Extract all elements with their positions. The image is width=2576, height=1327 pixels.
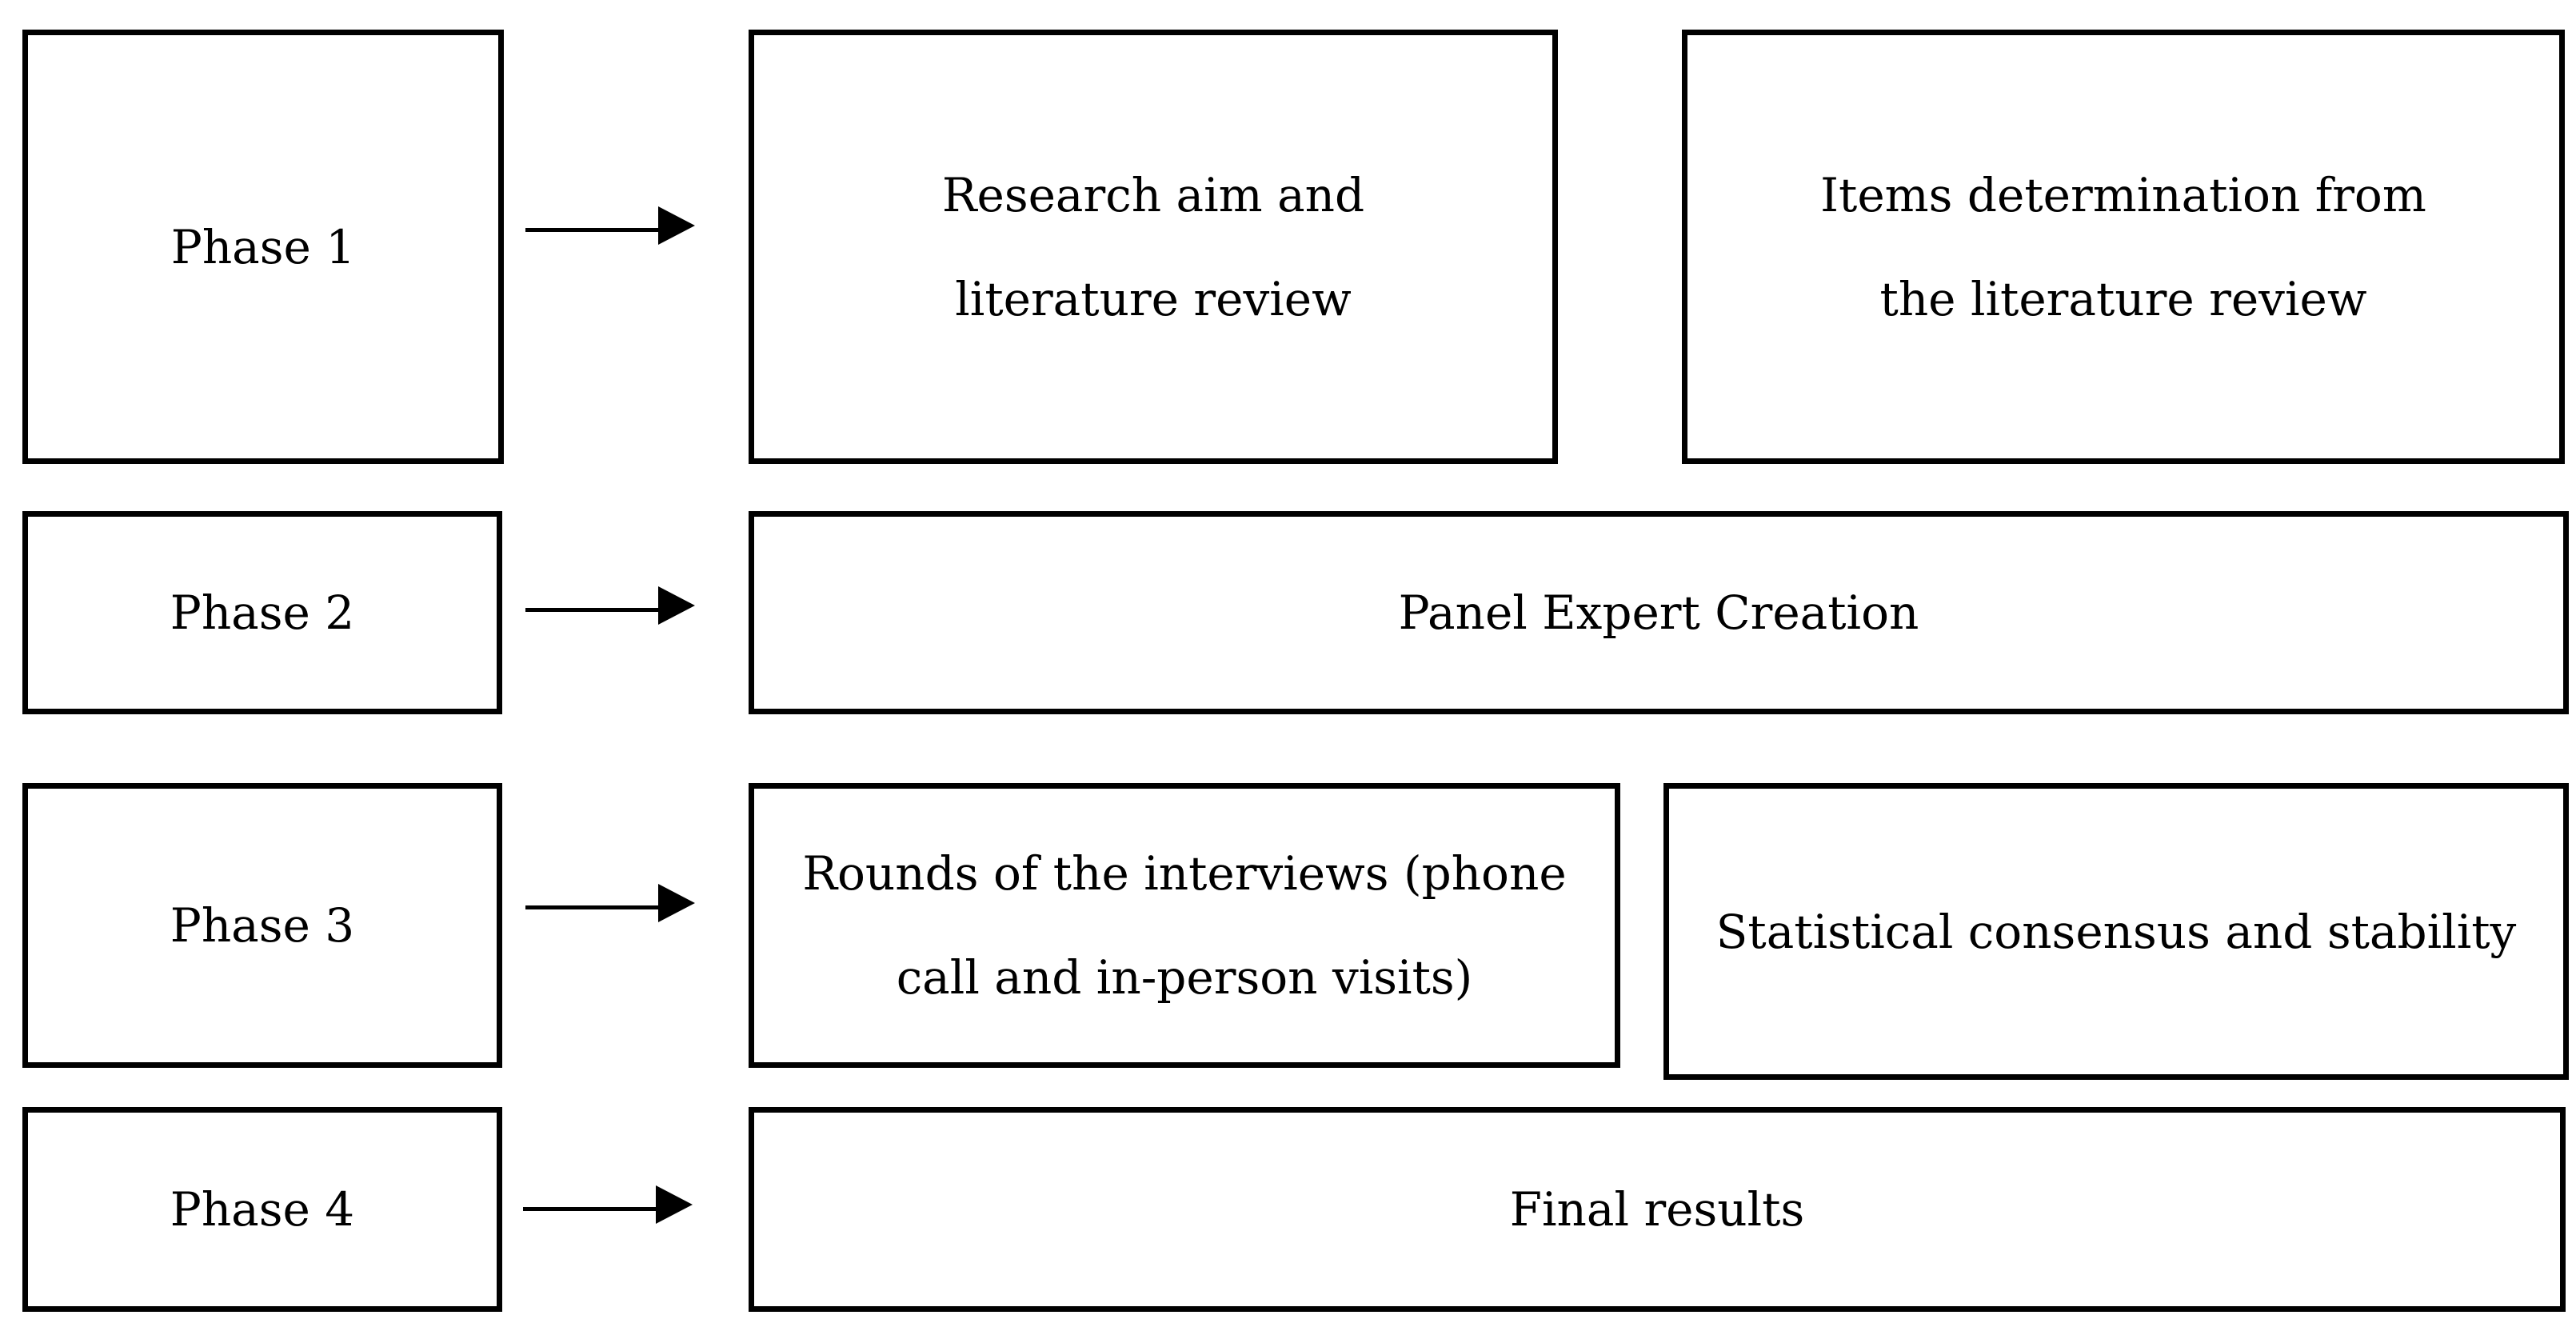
phase-4-arrow (523, 1185, 693, 1233)
research-aim-box: Research aim and literature review (749, 30, 1558, 464)
phase-2-arrow (525, 586, 695, 634)
statistical-consensus-box: Statistical consensus and stability (1663, 783, 2569, 1080)
research-aim-text: Research aim and literature review (941, 167, 1365, 326)
phase-3-label: Phase 3 (170, 898, 355, 953)
phase-1-arrow (525, 206, 695, 254)
phase-1-label: Phase 1 (170, 219, 356, 274)
final-results-box: Final results (749, 1107, 2566, 1312)
final-results-text: Final results (1509, 1182, 1805, 1237)
interview-rounds-text: Rounds of the interviews (phone call and… (802, 846, 1567, 1005)
items-determination-text: Items determination from the literature … (1820, 167, 2426, 326)
phase-3-box: Phase 3 (22, 783, 502, 1068)
statistical-consensus-text: Statistical consensus and stability (1715, 904, 2517, 959)
phase-2-box: Phase 2 (22, 511, 502, 714)
panel-expert-text: Panel Expert Creation (1398, 586, 1919, 640)
interview-rounds-box: Rounds of the interviews (phone call and… (749, 783, 1620, 1068)
phase-3-arrow (525, 884, 695, 932)
phase-2-label: Phase 2 (170, 586, 355, 640)
panel-expert-box: Panel Expert Creation (749, 511, 2569, 714)
phase-1-box: Phase 1 (22, 30, 504, 464)
phase-4-box: Phase 4 (22, 1107, 502, 1312)
items-determination-box: Items determination from the literature … (1682, 30, 2565, 464)
phase-4-label: Phase 4 (170, 1182, 355, 1237)
